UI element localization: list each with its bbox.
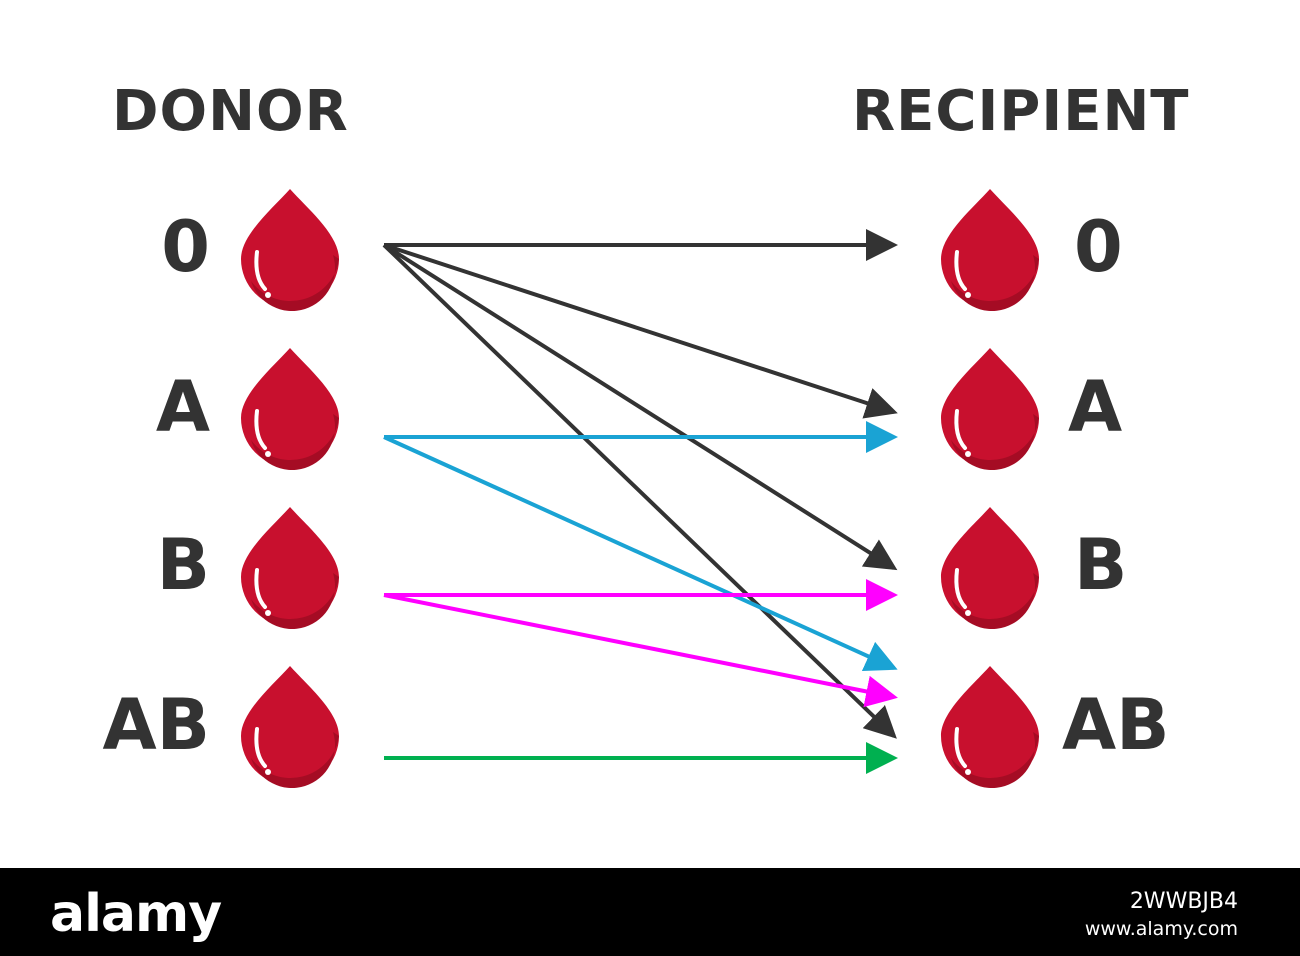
arrow-0-to-ab [382,243,897,739]
donor-drop-ab [241,666,339,789]
drop-highlight-dot [965,610,971,616]
donor-drop-0 [241,189,339,312]
drop-body [241,666,339,785]
drop-highlight [954,568,967,609]
drop-body [941,666,1039,785]
drop-highlight-dot [265,610,271,616]
drop-highlight-dot [965,451,971,457]
recipient-label-a: A [1068,366,1123,448]
image-url: www.alamy.com [1084,917,1238,940]
recipient-label-ab: AB [1062,684,1170,766]
arrow-a-to-ab [383,435,898,672]
drop-shadow [951,255,1039,312]
blood-compatibility-diagram: DONOR RECIPIENT 0 A B AB 0 A B AB [102,79,1190,789]
drop-shadow [951,573,1039,630]
arrow-0-to-b [382,243,898,571]
recipient-drop-a [941,348,1039,471]
donor-label-ab: AB [102,684,210,766]
recipient-drop-b [941,507,1039,630]
drop-highlight [254,409,267,450]
donor-heading: DONOR [112,79,349,144]
drop-shadow [951,732,1039,789]
arrow-b-to-ab [383,593,898,708]
drop-highlight [954,250,967,291]
drop-highlight-dot [965,769,971,775]
arrow-0-to-a [383,243,898,419]
donor-label-b: B [156,524,210,606]
drop-body [941,348,1039,467]
drop-highlight-dot [265,451,271,457]
recipient-label-b: B [1074,524,1128,606]
drop-shadow [251,732,339,789]
donor-drop-b [241,507,339,629]
drop-highlight [954,409,967,450]
drop-shadow [251,573,339,629]
drop-highlight [254,250,267,291]
watermark-footer: alamy 2WWBJB4 www.alamy.com [0,868,1300,956]
recipient-heading: RECIPIENT [852,79,1190,144]
recipient-label-0: 0 [1074,206,1123,288]
drop-shadow [251,414,339,470]
drop-body [241,507,339,626]
drop-body [941,507,1039,626]
image-id-block: 2WWBJB4 www.alamy.com [1085,888,1238,941]
diagram-canvas [241,189,1039,789]
drop-shadow [951,414,1039,471]
drop-highlight [254,568,267,609]
drop-body [241,189,339,308]
donor-label-0: 0 [161,206,210,288]
recipient-drop-ab [941,666,1039,789]
drop-body [241,348,339,467]
drop-highlight [954,727,967,768]
drop-shadow [251,255,339,312]
alamy-logo: alamy [50,884,222,944]
drop-body [941,189,1039,308]
drop-highlight [254,727,267,768]
drop-highlight-dot [265,292,271,298]
donor-drop-a [241,348,339,470]
recipient-drop-0 [941,189,1039,312]
donor-label-a: A [155,366,210,448]
drop-highlight-dot [965,292,971,298]
image-id: 2WWBJB4 [1129,889,1238,914]
drop-highlight-dot [265,769,271,775]
